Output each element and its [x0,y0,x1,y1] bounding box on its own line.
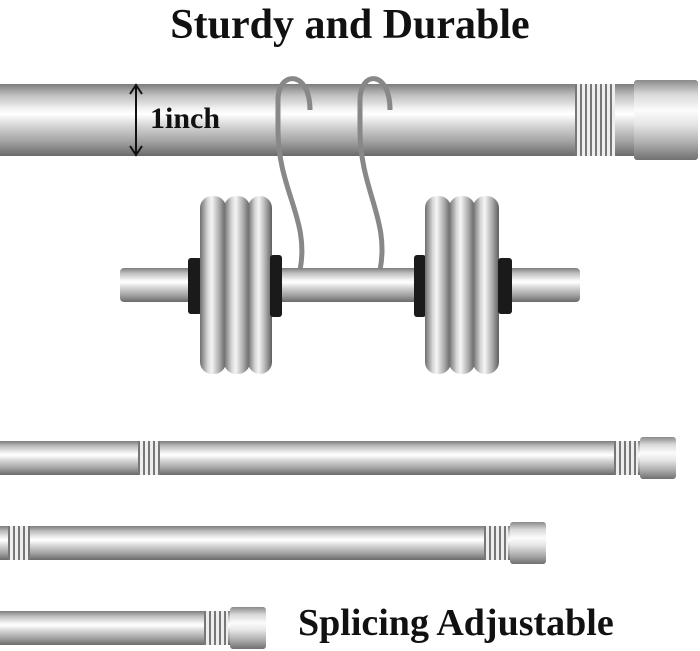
rod-groove [484,526,508,560]
rod-segment-short [0,611,234,645]
rod-segment-long [0,441,645,475]
rod-end-cap [640,437,676,479]
weight-plate [473,196,499,374]
rod-groove [8,526,30,560]
main-rod [0,84,640,156]
rod-groove [575,84,615,156]
rod-segment-medium [0,526,514,560]
weight-plate [449,196,475,374]
rod-groove [614,441,638,475]
diameter-arrow-icon [129,83,143,157]
weight-plate [425,196,451,374]
weight-plate [248,196,272,374]
s-hooks-icon [275,76,393,292]
rod-end-cap [634,80,698,160]
rubber-collar [188,258,202,314]
weight-plate [224,196,250,374]
rubber-collar [414,255,426,317]
rod-end-cap [230,607,266,649]
footer-label: Splicing Adjustable [298,602,614,644]
diameter-label: 1inch [150,102,221,135]
rod-groove [204,611,228,645]
rod-groove [138,441,160,475]
rubber-collar [270,255,282,317]
weight-plate [200,196,226,374]
rod-end-cap [510,522,546,564]
headline: Sturdy and Durable [170,2,530,48]
rubber-collar [498,258,512,314]
